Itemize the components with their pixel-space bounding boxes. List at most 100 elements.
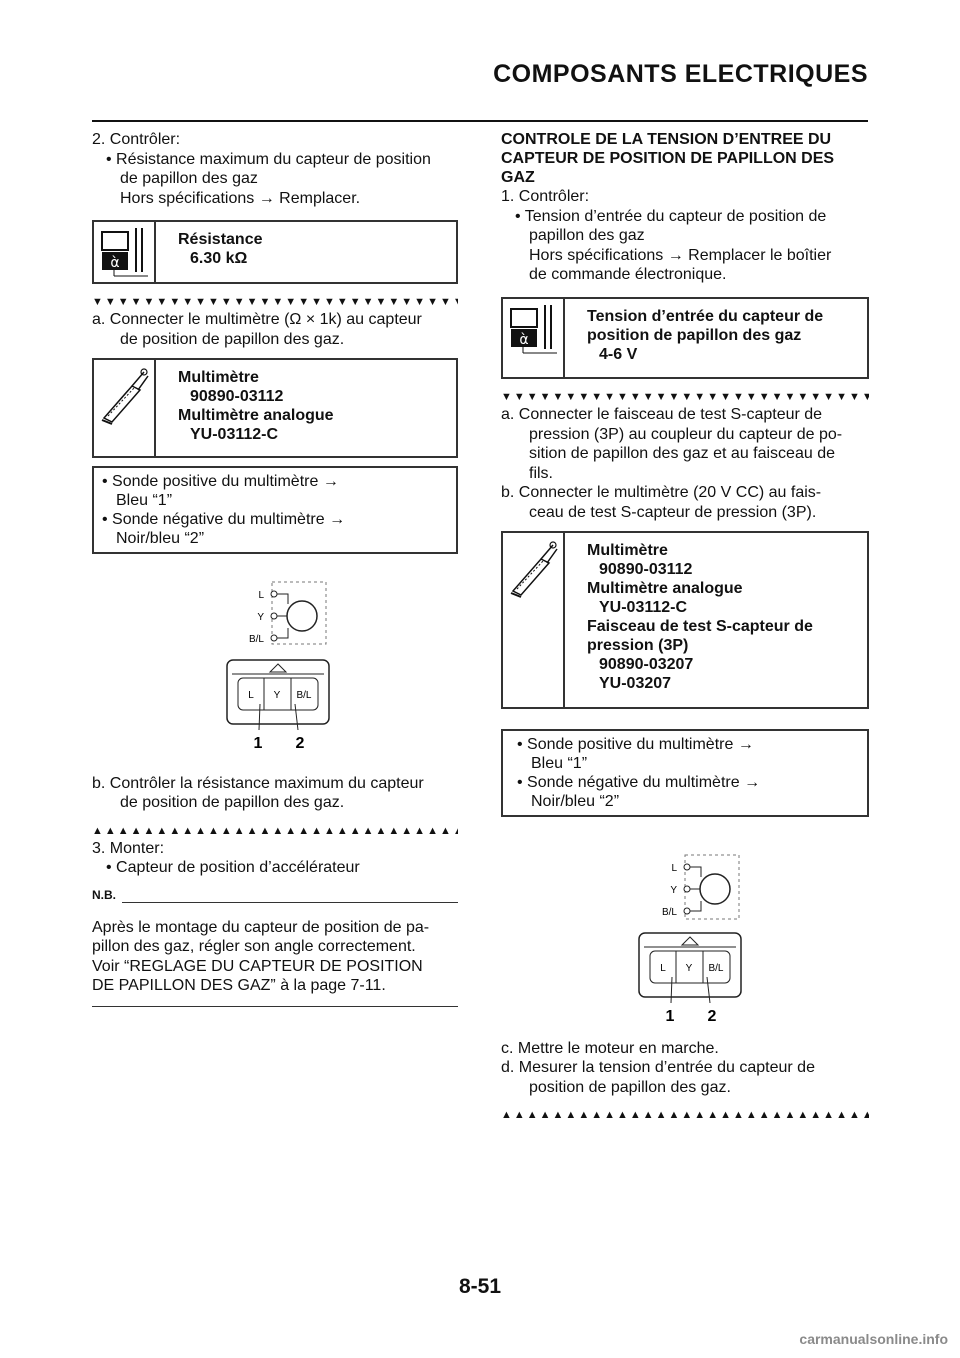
left-column: 2. Contrôler: • Résistance maximum du ca… bbox=[92, 130, 458, 1007]
step-b: b. Contrôler la résistance maximum du ca… bbox=[92, 774, 424, 792]
wire-label-y: Y bbox=[670, 885, 677, 896]
nb-line: DE PAPILLON DES GAZ” à la page 7-11. bbox=[92, 977, 386, 995]
tool-name: Multimètre bbox=[587, 541, 668, 559]
tool-code: YU-03112-C bbox=[190, 425, 279, 443]
section-title-line: GAZ bbox=[501, 169, 535, 186]
callout-1: 1 bbox=[254, 735, 263, 752]
pin-label-l: L bbox=[248, 690, 254, 701]
callout-2: 2 bbox=[708, 1008, 717, 1025]
pin-label-l: L bbox=[660, 963, 666, 974]
tool-icon bbox=[503, 532, 565, 707]
nb-line: Voir “REGLAGE DU CAPTEUR DE POSITION bbox=[92, 957, 423, 975]
pin-label-y: Y bbox=[686, 963, 693, 974]
note-line: • Sonde négative du multimètre → bbox=[102, 510, 346, 528]
spec-label: position de papillon des gaz bbox=[587, 326, 802, 344]
note-line: Noir/bleu “2” bbox=[531, 792, 620, 810]
triangle-separator-down: ▼▼▼▼▼▼▼▼▼▼▼▼▼▼▼▼▼▼▼▼▼▼▼▼▼▼▼▼▼▼▼▼▼▼▼ bbox=[501, 390, 869, 403]
watermark: carmanualsonline.info bbox=[799, 1331, 948, 1348]
step-a: a. Connecter le multimètre (Ω × 1k) au c… bbox=[92, 311, 422, 329]
note-line: • Sonde positive du multimètre → bbox=[102, 472, 339, 490]
pin-label-bl: B/L bbox=[708, 963, 723, 974]
spec-box-resistance: ὰ Résistance 6.30 kΩ bbox=[92, 220, 458, 285]
tool-name: pression (3P) bbox=[587, 636, 689, 654]
step-d: d. Mesurer la tension d’entrée du capteu… bbox=[501, 1059, 815, 1077]
right-column: CONTROLE DE LA TENSION D’ENTREE DU CAPTE… bbox=[501, 130, 869, 1121]
tool-box-multimeter-harness: Multimètre 90890-03112 Multimètre analog… bbox=[501, 530, 869, 709]
triangle-separator-down: ▼▼▼▼▼▼▼▼▼▼▼▼▼▼▼▼▼▼▼▼▼▼▼▼▼▼▼▼▼▼▼▼▼▼▼ bbox=[92, 296, 458, 309]
page-title: COMPOSANTS ELECTRIQUES bbox=[493, 60, 868, 88]
multimeter-spec-icon: ὰ bbox=[94, 222, 156, 283]
step-b-cont: de position de papillon des gaz. bbox=[120, 794, 345, 812]
connector-diagram: L Y B/L L Y B/L 1 2 bbox=[92, 554, 458, 774]
tool-code: 90890-03112 bbox=[599, 560, 693, 578]
step-2: 2. Contrôler: bbox=[92, 131, 181, 148]
wire-label-l: L bbox=[671, 863, 677, 874]
nb-rule bbox=[92, 1005, 458, 1007]
spec-value: 4-6 V bbox=[599, 345, 638, 363]
bullet-text: Hors spécifications → Remplacer le boîti… bbox=[529, 246, 832, 264]
connector-diagram: L Y B/L L Y B/L 1 2 bbox=[501, 817, 869, 1039]
bullet-max-resistance: • Résistance maximum du capteur de posit… bbox=[106, 150, 431, 168]
step-a-cont: de position de papillon des gaz. bbox=[120, 330, 345, 348]
bullet-text: de papillon des gaz bbox=[120, 170, 258, 188]
header-rule bbox=[92, 120, 868, 122]
spec-label: Tension d’entrée du capteur de bbox=[587, 307, 824, 325]
pin-label-bl: B/L bbox=[296, 690, 311, 701]
step-b: b. Connecter le multimètre (20 V CC) au … bbox=[501, 484, 822, 502]
section-title-line: CAPTEUR DE POSITION DE PAPILLON DES bbox=[501, 150, 835, 167]
step-3: 3. Monter: bbox=[92, 839, 165, 857]
wire-label-bl: B/L bbox=[662, 907, 677, 918]
multimeter-spec-icon: ὰ bbox=[503, 298, 565, 377]
tool-code: 90890-03207 bbox=[599, 655, 694, 673]
step-a-cont: sition de papillon des gaz et au faiscea… bbox=[529, 445, 835, 463]
tool-code: YU-03207 bbox=[599, 674, 672, 692]
section-title-line: CONTROLE DE LA TENSION D’ENTREE DU bbox=[501, 131, 832, 148]
note-box-probes: • Sonde positive du multimètre → Bleu “1… bbox=[92, 465, 458, 554]
step-d-cont: position de papillon des gaz. bbox=[529, 1078, 731, 1096]
pin-label-y: Y bbox=[274, 690, 281, 701]
callout-2: 2 bbox=[296, 735, 305, 752]
tool-icon bbox=[94, 359, 156, 456]
nb-line: Après le montage du capteur de position … bbox=[92, 918, 430, 936]
triangle-separator-up: ▲▲▲▲▲▲▲▲▲▲▲▲▲▲▲▲▲▲▲▲▲▲▲▲▲▲▲▲▲▲▲▲▲▲▲ bbox=[92, 824, 458, 837]
tool-name: Multimètre analogue bbox=[178, 406, 334, 424]
bullet-tps: • Capteur de position d’accélérateur bbox=[106, 859, 360, 877]
nb-line: pillon des gaz, régler son angle correct… bbox=[92, 938, 416, 956]
note-line: Bleu “1” bbox=[116, 491, 173, 509]
step-c: c. Mettre le moteur en marche. bbox=[501, 1039, 719, 1057]
spec-value: 6.30 kΩ bbox=[190, 250, 248, 268]
note-line: • Sonde positive du multimètre → bbox=[517, 735, 754, 753]
nb-body: Après le montage du capteur de position … bbox=[92, 918, 458, 996]
tool-name: Multimètre bbox=[178, 368, 259, 386]
svg-text:ὰ: ὰ bbox=[110, 255, 119, 271]
svg-text:ὰ: ὰ bbox=[519, 332, 528, 348]
step-a-cont: pression (3P) au coupleur du capteur de … bbox=[529, 425, 843, 443]
tool-code: 90890-03112 bbox=[190, 387, 284, 405]
step-1: 1. Contrôler: bbox=[501, 188, 590, 205]
page-number: 8-51 bbox=[458, 1275, 502, 1298]
section-title: CONTROLE DE LA TENSION D’ENTREE DU CAPTE… bbox=[501, 130, 869, 187]
tool-box-multimeter: Multimètre 90890-03112 Multimètre analog… bbox=[92, 357, 458, 458]
step-a: a. Connecter le faisceau de test S-capte… bbox=[501, 405, 823, 423]
triangle-separator-up: ▲▲▲▲▲▲▲▲▲▲▲▲▲▲▲▲▲▲▲▲▲▲▲▲▲▲▲▲▲▲▲▲▲▲▲ bbox=[501, 1109, 869, 1122]
spec-label: Résistance bbox=[178, 231, 263, 249]
bullet-text: papillon des gaz bbox=[529, 227, 645, 245]
note-line: Bleu “1” bbox=[531, 754, 588, 772]
bullet-text: Hors spécifications → Remplacer. bbox=[120, 189, 361, 207]
nb-heading: N.B. bbox=[92, 886, 458, 906]
note-box-probes: • Sonde positive du multimètre → Bleu “1… bbox=[501, 728, 869, 817]
callout-1: 1 bbox=[666, 1008, 675, 1025]
note-line: • Sonde négative du multimètre → bbox=[517, 773, 761, 791]
step-a-cont: fils. bbox=[529, 464, 553, 482]
nb-label: N.B. bbox=[92, 887, 116, 902]
bullet-voltage: • Tension d’entrée du capteur de positio… bbox=[515, 207, 827, 225]
wire-label-bl: B/L bbox=[249, 634, 264, 645]
wire-label-y: Y bbox=[257, 612, 264, 623]
note-line: Noir/bleu “2” bbox=[116, 529, 205, 547]
wire-label-l: L bbox=[258, 590, 264, 601]
tool-name: Faisceau de test S-capteur de bbox=[587, 617, 813, 635]
tool-name: Multimètre analogue bbox=[587, 579, 743, 597]
spec-box-voltage: ὰ Tension d’entrée du capteur de positio… bbox=[501, 296, 869, 379]
step-b-cont: ceau de test S-capteur de pression (3P). bbox=[529, 503, 817, 521]
tool-code: YU-03112-C bbox=[599, 598, 688, 616]
